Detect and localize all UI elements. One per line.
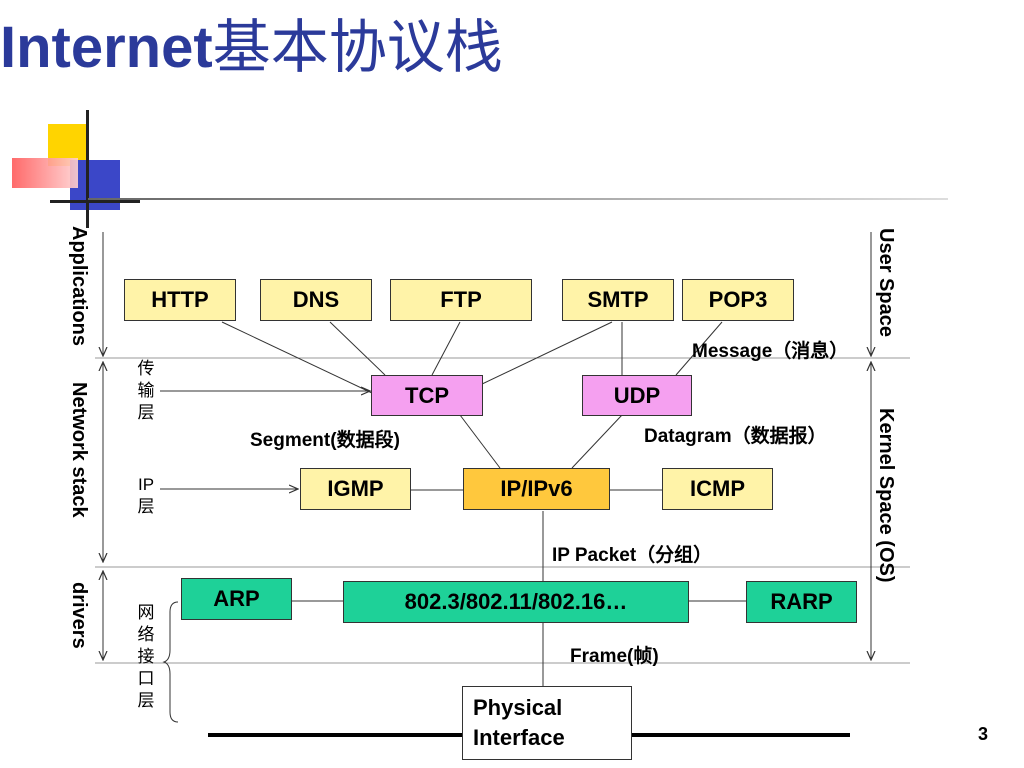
ieee-802-box: 802.3/802.11/802.16… xyxy=(343,581,689,623)
http-box: HTTP xyxy=(124,279,236,321)
icmp-box: ICMP xyxy=(662,468,773,510)
arp-box: ARP xyxy=(181,578,292,620)
rarp-box: RARP xyxy=(746,581,857,623)
title-chinese: 基本协议栈 xyxy=(212,13,503,81)
message-label: Message（消息） xyxy=(692,341,849,362)
udp-box: UDP xyxy=(582,375,692,416)
title-latin: Internet xyxy=(0,15,213,80)
ip-ipv6-box: IP/IPv6 xyxy=(463,468,610,510)
segment-label: Segment(数据段) xyxy=(250,430,400,451)
physical-interface-box: Physical Interface xyxy=(462,686,632,760)
smtp-box: SMTP xyxy=(562,279,674,321)
transport-layer-label: 传输层 xyxy=(137,359,155,422)
igmp-box: IGMP xyxy=(300,468,411,510)
page-number: 3 xyxy=(978,724,989,744)
slide-title: Internet基本协议栈 xyxy=(0,0,1024,84)
title-underline xyxy=(88,198,948,200)
drivers-label: drivers xyxy=(68,582,90,649)
user-space-label: User Space xyxy=(875,228,897,337)
ip-packet-label: IP Packet（分组） xyxy=(552,545,713,566)
frame-label: Frame(帧) xyxy=(570,646,659,667)
logo-decoration xyxy=(0,110,140,230)
kernel-space-label: Kernel Space (OS) xyxy=(875,408,897,583)
network-stack-label: Network stack xyxy=(68,382,90,518)
network-interface-layer-label: 网络接口层 xyxy=(137,603,155,710)
physical-line-2: Interface xyxy=(473,725,565,750)
ip-layer-label: IP层 xyxy=(137,475,155,516)
applications-label: Applications xyxy=(68,226,90,347)
tcp-box: TCP xyxy=(371,375,483,416)
datagram-label: Datagram（数据报） xyxy=(644,426,827,447)
physical-line-1: Physical xyxy=(473,695,563,720)
dns-box: DNS xyxy=(260,279,372,321)
pop3-box: POP3 xyxy=(682,279,794,321)
ftp-box: FTP xyxy=(390,279,532,321)
